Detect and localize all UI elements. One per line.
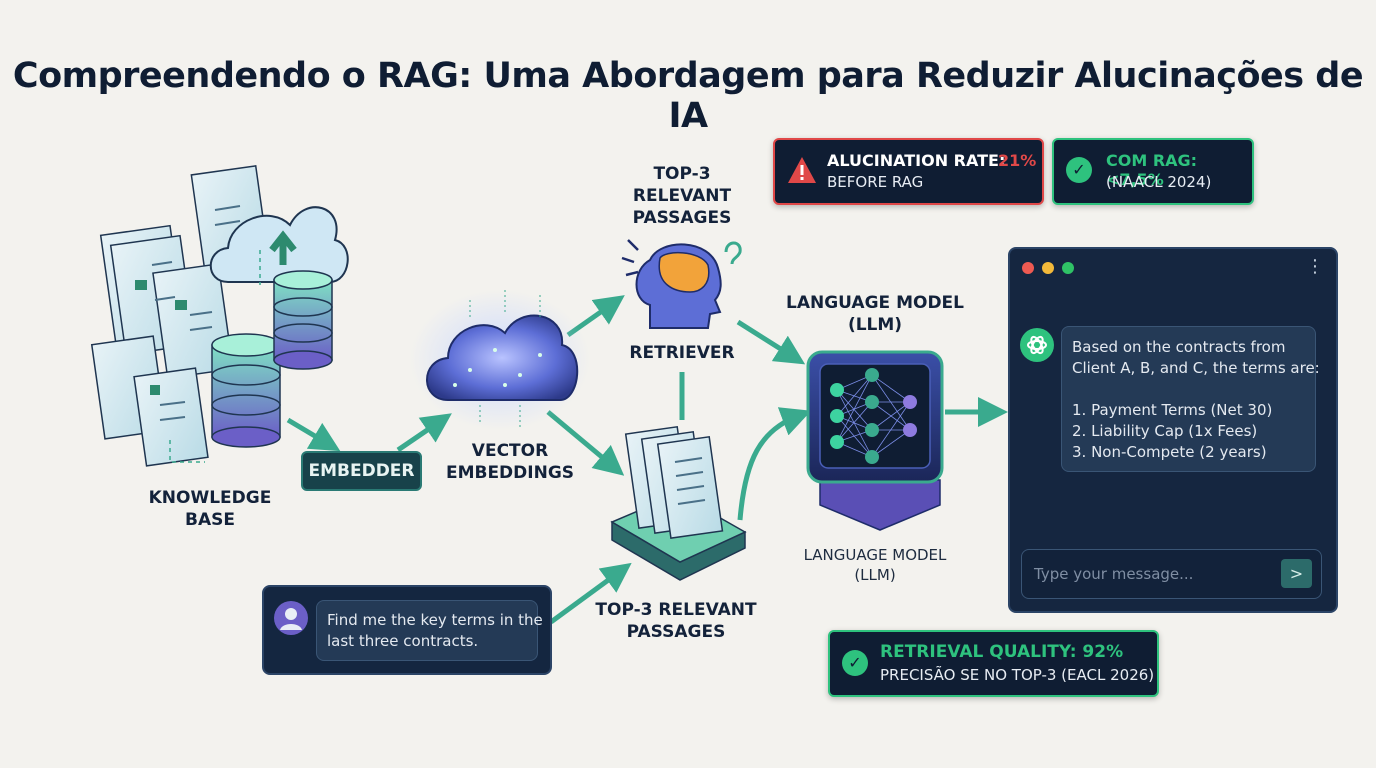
assistant-list-item: 3. Non-Compete (2 years) [1072,443,1267,461]
hallucination-rate-value: 21% [998,151,1037,170]
check-icon: ✓ [842,650,868,676]
with-rag-title: COM RAG: <7,5% [1106,151,1198,189]
knowledge-base-label: KNOWLEDGE BASE [148,488,272,530]
llm-neural-network-icon [806,350,944,531]
assistant-list-item: 2. Liability Cap (1x Fees) [1072,422,1258,440]
user-avatar-icon [274,601,308,635]
user-message-bubble: Find me the key terms in the last three … [316,600,543,661]
vector-embeddings-label: VECTOR EMBEDDINGS [445,441,575,483]
hallucination-rate-subtitle: BEFORE RAG [827,173,924,191]
retrieval-quality-badge: ✓ RETRIEVAL QUALITY: 92% PRECISÃO SE NO … [828,630,1159,697]
send-button[interactable]: > [1281,559,1312,588]
retrieval-quality-subtitle: PRECISÃO SE NO TOP-3 (EACL 2026) [880,666,1155,684]
window-minimize-button[interactable] [1042,262,1054,274]
llm-label-lower: LANGUAGE MODEL (LLM) [803,546,947,584]
with-rag-subtitle: (NAACL 2024) [1106,173,1212,191]
retriever-head-icon [621,239,742,329]
check-icon: ✓ [1066,157,1092,183]
user-message-line: last three contracts. [327,632,479,650]
assistant-message-line: Based on the contracts from [1072,338,1286,356]
vector-cloud-icon [410,290,590,430]
warning-icon [788,157,816,183]
hallucination-rate-title: ALUCINATION RATE: [827,151,1006,170]
passages-stack-icon [610,425,747,581]
with-rag-badge: ✓ COM RAG: <7,5% (NAACL 2024) [1052,138,1254,205]
page-title: Compreendendo o RAG: Uma Abordagem para … [12,56,1364,136]
embedder-label: EMBEDDER [301,451,422,491]
llm-label-upper: LANGUAGE MODEL (LLM) [785,293,965,335]
hallucination-rate-badge: ALUCINATION RATE: 21% BEFORE RAG [773,138,1044,205]
flow-arrows [286,295,1008,625]
retriever-label: RETRIEVER [629,343,735,363]
assistant-avatar-icon [1020,328,1054,362]
top3-passages-label-upper: TOP-3 RELEVANT PASSAGES [632,164,732,228]
menu-icon[interactable]: ⋮ [1306,256,1324,277]
top3-passages-label-lower: TOP-3 RELEVANT PASSAGES [595,600,757,642]
assistant-message-bubble: Based on the contracts from Client A, B,… [1061,326,1320,472]
message-input[interactable]: Type your message... > [1021,549,1322,599]
message-input-placeholder: Type your message... [1034,565,1194,583]
assistant-message-line: Client A, B, and C, the terms are: [1072,359,1320,377]
assistant-list-item: 1. Payment Terms (Net 30) [1072,401,1273,419]
window-maximize-button[interactable] [1062,262,1074,274]
user-message-line: Find me the key terms in the [327,611,543,629]
knowledge-base-icon [90,165,349,467]
retrieval-quality-title: RETRIEVAL QUALITY: 92% [880,642,1124,662]
window-close-button[interactable] [1022,262,1034,274]
